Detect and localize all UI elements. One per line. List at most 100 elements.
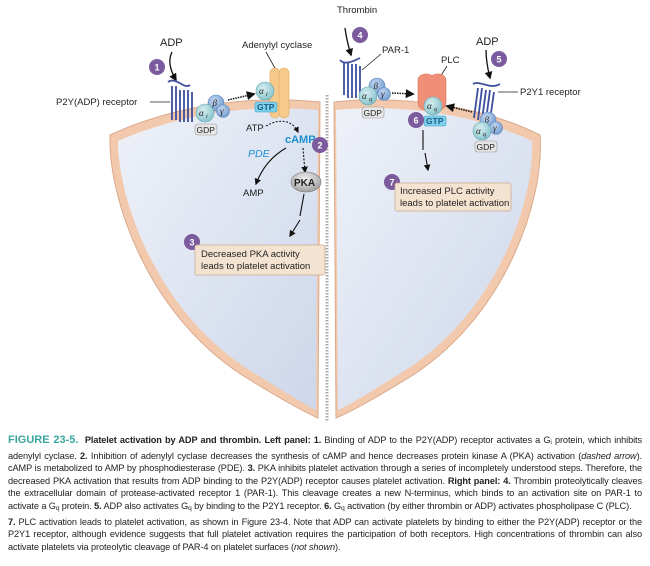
par1-receptor-icon <box>339 57 361 98</box>
pka-to-result-arrow <box>290 193 305 236</box>
par1-label: PAR-1 <box>382 45 409 56</box>
camp-to-pka-dashed-arrow <box>301 147 308 174</box>
thrombin-label: Thrombin <box>337 5 377 16</box>
par1-activation-arrow <box>391 89 415 99</box>
figure-caption: FIGURE 23-5. Platelet activation by ADP … <box>8 434 642 553</box>
step-6-text-cont: activation (by either thrombin or ADP) a… <box>344 500 632 511</box>
step-7-num: 7. <box>8 516 16 527</box>
svg-text:α: α <box>199 108 204 118</box>
svg-text:leads to platelet activation: leads to platelet activation <box>400 198 509 209</box>
camp-to-amp-arrow <box>254 147 287 186</box>
atp-to-camp-arrow <box>265 120 299 134</box>
activation-arrow-left <box>227 91 256 101</box>
step-4-num: 4. <box>503 475 511 486</box>
step-7-italic: not shown <box>293 541 335 552</box>
par1-leader <box>361 53 382 71</box>
svg-text:GDP: GDP <box>477 142 496 152</box>
atp-label: ATP <box>246 123 264 134</box>
step-badge-5: 5 <box>491 51 507 67</box>
step-2-num: 2. <box>80 450 88 461</box>
svg-text:γ: γ <box>220 106 224 116</box>
p2y-adp-receptor-label: P2Y(ADP) receptor <box>56 97 137 108</box>
step-3-text: PKA inhibits platelet activation through… <box>8 463 642 486</box>
svg-text:GTP: GTP <box>426 116 444 126</box>
svg-text:q: q <box>483 132 486 138</box>
thrombin-arrow <box>344 27 353 57</box>
pde-label: PDE <box>248 148 271 160</box>
step-badge-2: 2 <box>312 137 328 153</box>
svg-text:GDP: GDP <box>197 125 216 135</box>
step-2-text: Inhibition of adenylyl cyclase decreases… <box>87 450 582 461</box>
svg-text:q: q <box>434 107 437 113</box>
step-1-text-cont: protein, which inhibits adenylyl cyclase… <box>8 435 643 461</box>
svg-text:Decreased PKA activity: Decreased PKA activity <box>201 249 300 260</box>
svg-text:q: q <box>369 97 372 103</box>
svg-text:i: i <box>206 114 208 120</box>
step-6-num: 6. <box>324 500 332 511</box>
adenylyl-cyclase-label: Adenylyl cyclase <box>242 40 312 51</box>
svg-text:leads to platelet activation: leads to platelet activation <box>201 261 310 272</box>
right-result-box: Increased PLC activity leads to platelet… <box>394 182 512 212</box>
p2y1-receptor-icon <box>472 82 501 121</box>
right-platelet-half <box>333 99 541 419</box>
svg-text:β: β <box>212 98 218 108</box>
step-5-text-cont: by binding to the P2Y1 receptor. <box>191 500 325 511</box>
camp-label: cAMP <box>285 134 316 146</box>
adenylyl-cyclase-leader <box>265 51 277 71</box>
step-2-italic: dashed arrow <box>581 450 637 461</box>
svg-text:α: α <box>427 101 432 111</box>
svg-text:α: α <box>259 86 264 96</box>
svg-text:α: α <box>362 91 367 101</box>
svg-text:γ: γ <box>493 123 497 133</box>
step-4-text: Thrombin proteolytically cleaves the ext… <box>8 475 643 511</box>
svg-text:5: 5 <box>496 55 501 65</box>
step-4-text-cont: protein. <box>59 500 95 511</box>
gi-protein-inactive: β γ α i GDP <box>194 94 230 136</box>
svg-text:7: 7 <box>389 178 394 188</box>
p2y-adp-receptor-icon <box>167 79 193 122</box>
svg-text:4: 4 <box>357 31 362 41</box>
step-1-text: Binding of ADP to the P2Y(ADP) receptor … <box>321 435 551 445</box>
subscript: q <box>55 504 60 512</box>
svg-text:γ: γ <box>381 89 385 99</box>
svg-text:3: 3 <box>189 238 194 248</box>
svg-text:1: 1 <box>154 63 159 73</box>
gq-protein-active: α q GTP <box>423 96 447 127</box>
svg-text:Increased PLC activity: Increased PLC activity <box>400 186 495 197</box>
subscript: i <box>550 439 552 446</box>
svg-text:GTP: GTP <box>257 102 275 112</box>
svg-text:GDP: GDP <box>364 108 383 118</box>
step-2-text-cont: ). cAMP is metabolized to AMP by phospho… <box>8 450 643 474</box>
plc-to-result-arrow <box>423 130 428 170</box>
pka-icon: PKA <box>290 171 322 193</box>
step-badge-4: 4 <box>352 27 368 43</box>
step-6-text: G <box>331 500 342 511</box>
adp-right-label: ADP <box>476 36 499 48</box>
right-cytoplasm <box>336 108 533 411</box>
step-1-num: 1. <box>313 435 322 445</box>
svg-text:β: β <box>484 115 490 125</box>
plc-label: PLC <box>441 55 460 66</box>
p2y1-receptor-label: P2Y1 receptor <box>520 87 581 98</box>
svg-text:i: i <box>266 92 268 98</box>
gq-protein-par1: β γ α q GDP <box>358 77 391 119</box>
adp-left-label: ADP <box>160 37 183 49</box>
adp-right-arrow <box>484 49 493 80</box>
amp-label: AMP <box>243 188 264 199</box>
svg-text:β: β <box>373 81 379 91</box>
platelet-activation-diagram: ADP 1 P2Y(ADP) receptor β γ α i GDP Aden… <box>56 5 581 422</box>
subscript: q <box>188 504 192 512</box>
right-panel-heading: Right panel: <box>447 475 501 486</box>
step-7-text: PLC activation leads to platelet activat… <box>8 516 642 552</box>
figure-title: Platelet activation by ADP and thrombin. <box>84 435 262 445</box>
gq-protein-p2y1: β γ α q GDP <box>472 111 503 153</box>
subscript: q <box>341 504 345 512</box>
left-panel-heading: Left panel: <box>264 435 311 445</box>
step-3-num: 3. <box>247 463 256 474</box>
svg-text:2: 2 <box>317 141 322 151</box>
step-badge-1: 1 <box>149 59 165 75</box>
svg-text:α: α <box>476 126 481 136</box>
figure-label: FIGURE 23-5. <box>8 434 79 446</box>
gi-protein-active: α i GTP <box>254 81 278 113</box>
svg-text:6: 6 <box>413 116 418 126</box>
